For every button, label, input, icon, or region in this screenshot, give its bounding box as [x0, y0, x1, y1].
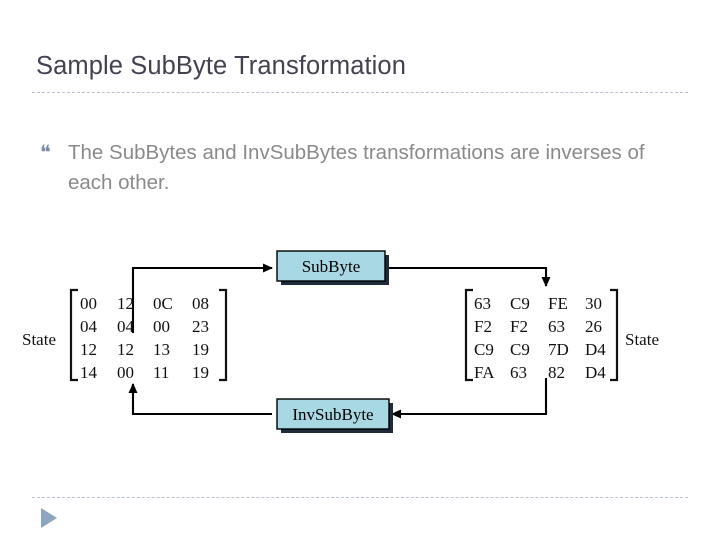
- svg-text:63: 63: [510, 363, 527, 382]
- subbyte-box-label: SubByte: [302, 257, 361, 276]
- svg-text:23: 23: [192, 317, 209, 336]
- right-matrix-row: 63 C9 FE 30: [474, 294, 602, 313]
- svg-text:F2: F2: [510, 317, 528, 336]
- invsubbyte-box[interactable]: InvSubByte: [276, 398, 393, 433]
- svg-text:19: 19: [192, 340, 209, 359]
- svg-text:F2: F2: [474, 317, 492, 336]
- svg-text:13: 13: [153, 340, 170, 359]
- svg-text:14: 14: [80, 363, 98, 382]
- svg-text:08: 08: [192, 294, 209, 313]
- connector-invsubbyte-to-state: [128, 383, 272, 416]
- svg-text:19: 19: [192, 363, 209, 382]
- next-slide-button[interactable]: [36, 505, 62, 531]
- svg-text:C9: C9: [474, 340, 494, 359]
- bullet-marker-icon: ❝: [40, 142, 51, 164]
- svg-text:C9: C9: [510, 294, 530, 313]
- left-matrix-row: 00 12 0C 08: [80, 294, 209, 313]
- svg-text:12: 12: [117, 294, 134, 313]
- svg-text:12: 12: [117, 340, 134, 359]
- svg-text:30: 30: [585, 294, 602, 313]
- right-state-matrix: State 63 C9 FE 30 F2 F2 63 26 C9 C9 7D: [464, 288, 659, 382]
- svg-text:0C: 0C: [153, 294, 173, 313]
- left-matrix-row: 12 12 13 19: [80, 340, 209, 359]
- connector-subbyte-to-state: [388, 266, 551, 287]
- connector-state-to-subbyte: [131, 263, 273, 333]
- right-matrix-row: C9 C9 7D D4: [474, 340, 606, 359]
- svg-text:26: 26: [585, 317, 602, 336]
- left-matrix-row: 04 04 00 23: [80, 317, 209, 336]
- left-state-matrix: State 00 12 0C 08 04 04 00 23: [22, 288, 228, 382]
- title-divider: [32, 92, 688, 93]
- svg-text:00: 00: [80, 294, 97, 313]
- svg-text:C9: C9: [510, 340, 530, 359]
- right-matrix-row: F2 F2 63 26: [474, 317, 602, 336]
- svg-text:11: 11: [153, 363, 169, 382]
- svg-text:D4: D4: [585, 340, 606, 359]
- footer-divider: [32, 497, 688, 498]
- svg-text:FE: FE: [548, 294, 568, 313]
- subbyte-transformation-diagram: State 00 12 0C 08 04 04 00 23: [0, 228, 720, 458]
- svg-text:04: 04: [80, 317, 98, 336]
- svg-text:63: 63: [548, 317, 565, 336]
- svg-text:FA: FA: [474, 363, 495, 382]
- page-title: Sample SubByte Transformation: [36, 52, 406, 80]
- svg-text:12: 12: [80, 340, 97, 359]
- svg-text:82: 82: [548, 363, 565, 382]
- svg-text:63: 63: [474, 294, 491, 313]
- svg-text:7D: 7D: [548, 340, 569, 359]
- svg-text:00: 00: [117, 363, 134, 382]
- left-state-label: State: [22, 330, 56, 349]
- connector-state-to-invsubbyte: [391, 378, 548, 419]
- svg-text:00: 00: [153, 317, 170, 336]
- svg-text:D4: D4: [585, 363, 606, 382]
- right-state-label: State: [625, 330, 659, 349]
- bullet-list-item: ❝ The SubBytes and InvSubBytes transform…: [40, 138, 680, 198]
- svg-text:04: 04: [117, 317, 135, 336]
- left-matrix-row: 14 00 11 19: [80, 363, 209, 382]
- subbyte-box[interactable]: SubByte: [276, 250, 389, 285]
- play-triangle-icon: [41, 508, 57, 528]
- right-matrix-row: FA 63 82 D4: [474, 363, 606, 382]
- invsubbyte-box-label: InvSubByte: [292, 405, 373, 424]
- bullet-item-text: The SubBytes and InvSubBytes transformat…: [68, 141, 645, 194]
